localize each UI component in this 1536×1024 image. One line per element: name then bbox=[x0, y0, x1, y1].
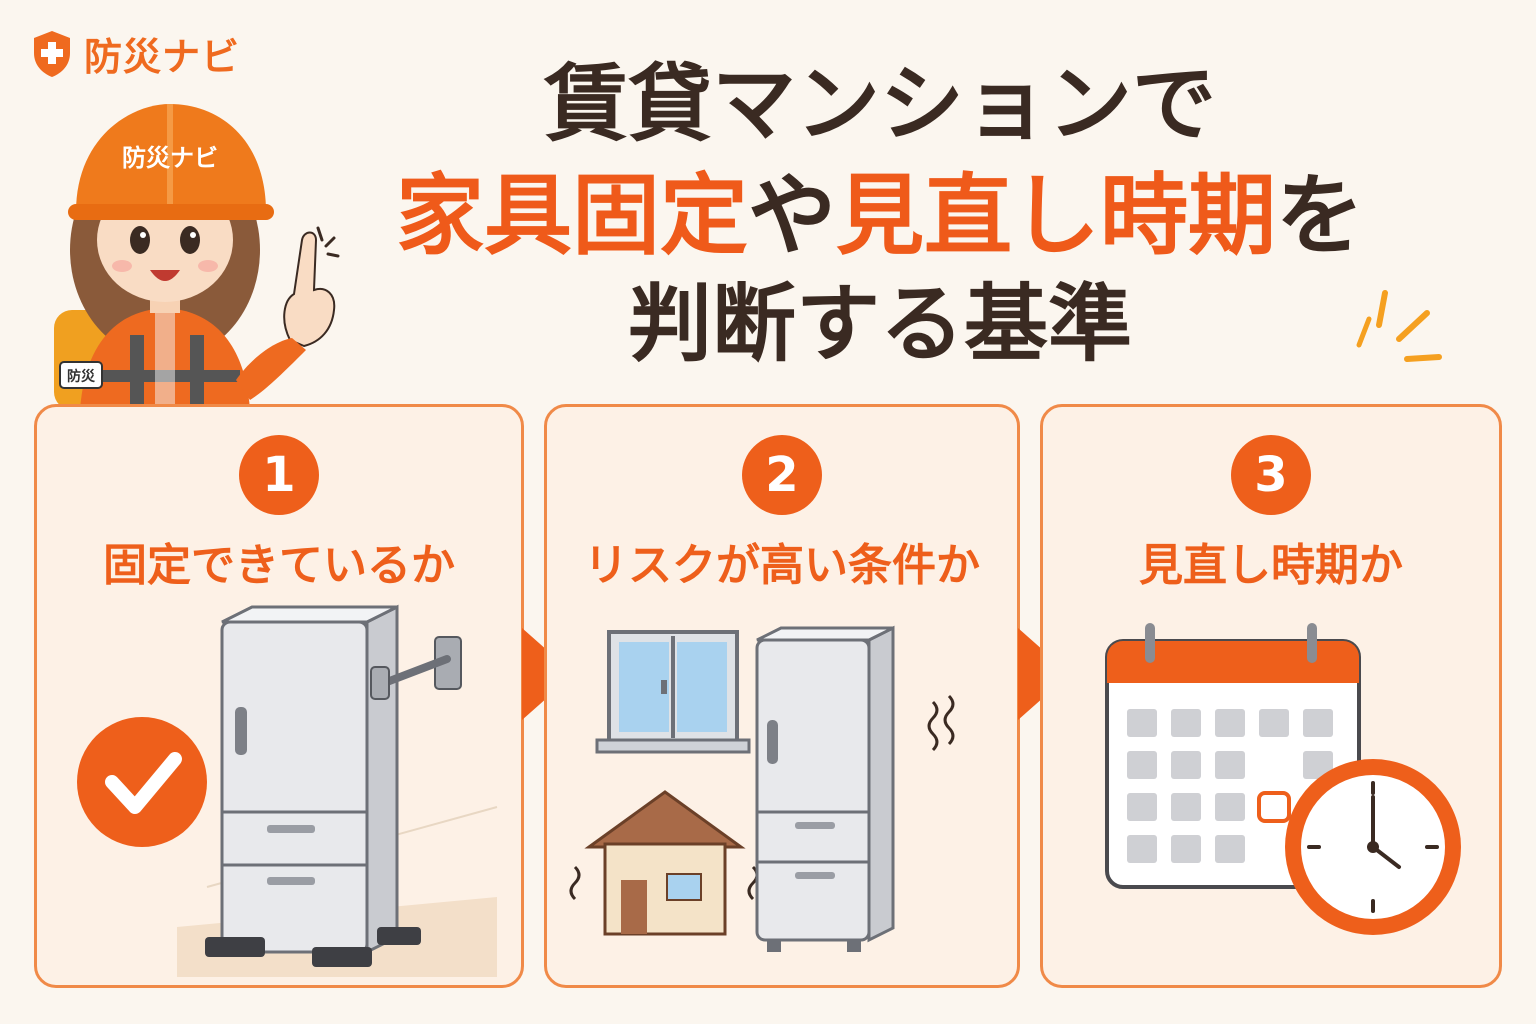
headline-line-2: 家具固定や見直し時期を bbox=[330, 172, 1430, 260]
step-title-3: 見直し時期か bbox=[1139, 540, 1403, 591]
step-title-2: リスクが高い条件か bbox=[584, 540, 980, 591]
headline-line-3: 判断する基準 bbox=[627, 275, 1132, 373]
window-house-refrigerator-icon bbox=[569, 625, 955, 952]
step-panel-1: 1 固定できているか bbox=[34, 404, 524, 988]
shield-plus-icon bbox=[34, 30, 70, 77]
calendar-clock-icon bbox=[1105, 623, 1461, 935]
mascot-character: 防災 防災ナビ bbox=[54, 104, 336, 410]
emphasis-sparks-icon bbox=[1356, 290, 1442, 362]
headline-connector: や bbox=[747, 164, 836, 267]
step-number-3: 3 bbox=[1231, 435, 1311, 515]
mascot-armband-text: 防災 bbox=[67, 368, 96, 385]
headline-highlight-review: 見直し時期 bbox=[836, 164, 1277, 267]
step-number-1: 1 bbox=[239, 435, 319, 515]
headline-particle: を bbox=[1276, 164, 1365, 267]
headline-highlight-furniture: 家具固定 bbox=[395, 164, 748, 267]
step-panel-2: 2 リスクが高い条件か bbox=[544, 404, 1020, 988]
brand-name: 防災ナビ bbox=[84, 35, 241, 79]
speech-ticks-icon bbox=[316, 226, 340, 258]
brand-logo: 防災ナビ bbox=[30, 26, 240, 81]
step-panel-3: 3 見直し時期か bbox=[1040, 404, 1502, 988]
step-number-2: 2 bbox=[742, 435, 822, 515]
fixed-refrigerator-check-icon bbox=[77, 604, 498, 977]
headline-line-1: 賃貸マンションで bbox=[543, 55, 1216, 153]
step-title-1: 固定できているか bbox=[103, 540, 455, 591]
mascot-helmet-text: 防災ナビ bbox=[122, 144, 218, 172]
